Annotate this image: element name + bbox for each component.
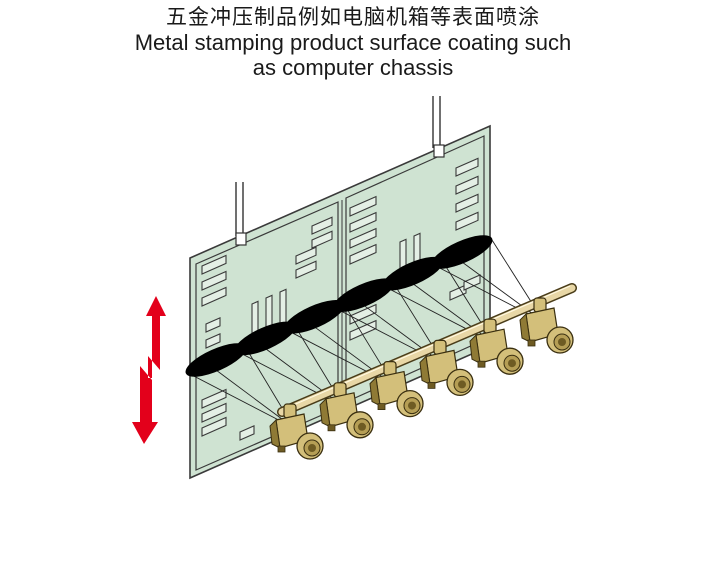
panel-slot (311, 230, 333, 249)
panel-slot (295, 260, 317, 279)
panel-slot (349, 243, 377, 265)
spray-line (314, 326, 395, 386)
vertical-motion-arrow (132, 296, 166, 444)
spray-nozzle (269, 403, 324, 460)
title-english-line1: Metal stamping product surface coating s… (134, 30, 572, 55)
panel-slot (201, 270, 227, 291)
panel-slot (455, 193, 479, 213)
panel-slot (201, 402, 227, 423)
panel-slot (279, 288, 287, 327)
spray-pattern (185, 343, 247, 377)
spray-nozzle (469, 318, 524, 375)
panel-slot (201, 416, 227, 437)
panel-slot (205, 332, 221, 349)
panel-slot (201, 388, 227, 409)
hanger-wires (235, 96, 441, 236)
spray-nozzle (319, 382, 374, 439)
spray-pattern (431, 235, 493, 269)
spray-line (185, 371, 295, 429)
spray-pattern (234, 321, 296, 356)
spray-nozzle (419, 339, 474, 397)
panel-slot (463, 274, 481, 291)
panel-slot (311, 216, 333, 235)
panel-slot (349, 227, 377, 249)
spray-pattern (283, 300, 345, 334)
supply-pipe (277, 283, 577, 417)
panel-slot (205, 316, 221, 333)
panel-slot (455, 211, 479, 231)
spray-line (363, 304, 445, 365)
title-chinese: 五金冲压制品例如电脑机箱等表面喷涂 (166, 5, 540, 29)
spray-pattern (382, 256, 444, 291)
clip-right (433, 144, 445, 158)
panel-slot (201, 254, 227, 275)
spray-line (461, 261, 545, 323)
spray-pattern (333, 278, 395, 312)
panel-slot (349, 211, 377, 233)
spray-line (264, 348, 345, 408)
panel-slot (295, 246, 317, 265)
spray-nozzle (519, 297, 574, 354)
page-title: 五金冲压制品例如电脑机箱等表面喷涂 Metal stamping product… (0, 4, 706, 80)
spray-nozzle (369, 361, 424, 418)
panel-slot (201, 286, 227, 307)
panel-slot (239, 424, 255, 441)
spray-patterns (185, 235, 493, 377)
panel-slot (449, 284, 467, 301)
spray-nozzles (269, 297, 574, 460)
panel-slot (455, 175, 479, 195)
panel-slot (349, 195, 377, 217)
clip-left (235, 232, 247, 246)
panel-slot (455, 157, 479, 177)
spray-line (412, 283, 495, 344)
title-english-line2: as computer chassis (252, 55, 454, 80)
